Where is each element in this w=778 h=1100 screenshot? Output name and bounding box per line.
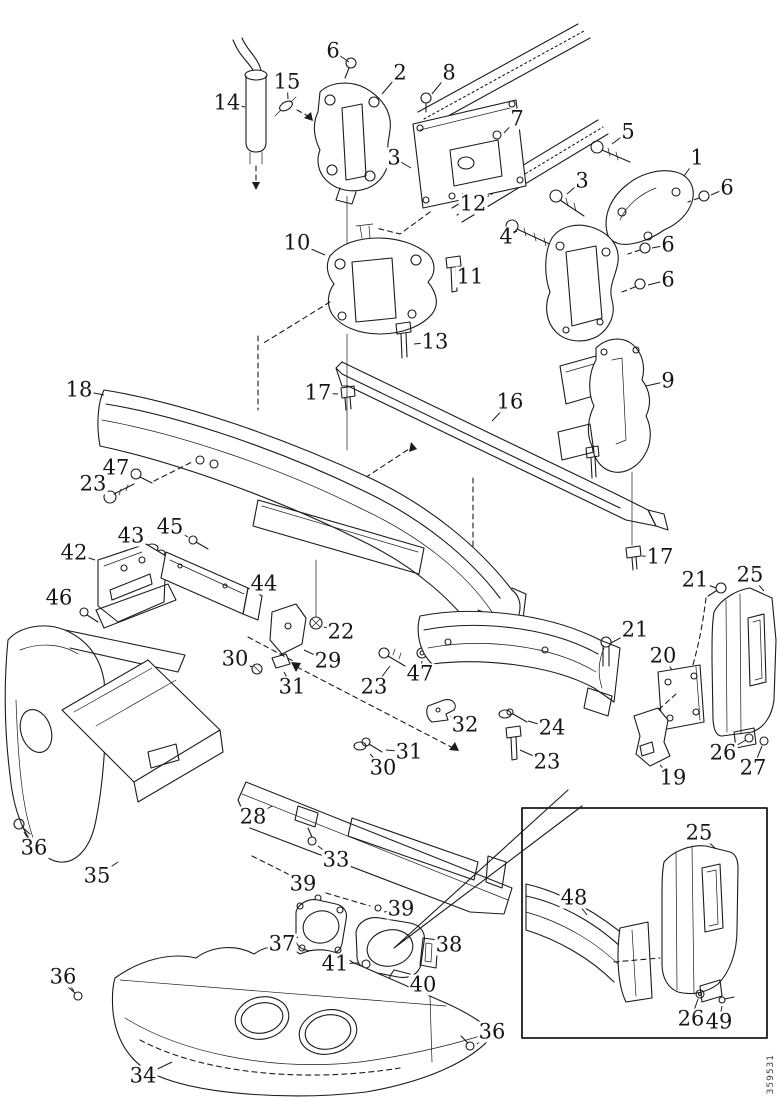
sill-member-16	[335, 361, 669, 531]
reinforcement-beam	[417, 582, 727, 767]
callout-49: 49	[704, 1009, 734, 1034]
bracket-1	[590, 140, 710, 245]
callout-3: 3	[574, 168, 590, 193]
callout-42: 42	[59, 540, 89, 565]
callout-31: 31	[394, 739, 424, 764]
spoiler-panel-28	[237, 781, 513, 915]
callout-26: 26	[708, 740, 738, 765]
callout-25: 25	[684, 820, 714, 845]
bracket-9	[557, 338, 651, 571]
bumper-cover-35	[4, 625, 224, 863]
callout-37: 37	[267, 931, 297, 956]
callout-6: 6	[325, 38, 341, 63]
callout-47: 47	[405, 661, 435, 686]
bracket-10	[257, 223, 462, 451]
callout-7: 7	[509, 106, 525, 131]
callout-21: 21	[680, 567, 710, 592]
callout-39: 39	[386, 896, 416, 921]
bracket-set-42-46	[79, 535, 263, 629]
screws-47-23-left	[103, 460, 195, 504]
callout-45: 45	[155, 514, 185, 539]
callout-36: 36	[477, 1019, 507, 1044]
callout-23: 23	[532, 749, 562, 774]
callout-5: 5	[620, 119, 636, 144]
callout-32: 32	[450, 712, 480, 737]
callout-13: 13	[420, 329, 450, 354]
callout-19: 19	[658, 765, 688, 790]
callout-10: 10	[282, 230, 312, 255]
callout-44: 44	[249, 571, 279, 596]
mounting-plate-12	[375, 92, 527, 235]
figure-number: 359531	[766, 1053, 776, 1094]
callout-22: 22	[326, 619, 356, 644]
callout-36: 36	[48, 964, 78, 989]
callout-1: 1	[689, 145, 705, 170]
callout-17: 17	[303, 380, 333, 405]
callout-11: 11	[455, 264, 485, 289]
callout-3: 3	[386, 145, 402, 170]
washer-pump	[232, 37, 268, 190]
callout-28: 28	[238, 804, 268, 829]
callout-20: 20	[648, 643, 678, 668]
callout-14: 14	[212, 90, 242, 115]
callout-8: 8	[441, 60, 457, 85]
callout-6: 6	[719, 175, 735, 200]
callout-34: 34	[128, 1063, 158, 1088]
callout-33: 33	[321, 847, 351, 872]
washer-nozzle	[274, 96, 313, 121]
bracket-2	[313, 57, 391, 269]
callout-23: 23	[359, 674, 389, 699]
callout-31: 31	[277, 674, 307, 699]
callout-18: 18	[64, 377, 94, 402]
callout-4: 4	[498, 224, 514, 249]
callout-17: 17	[645, 544, 675, 569]
callout-2: 2	[392, 60, 408, 85]
callout-40: 40	[408, 972, 438, 997]
callout-47: 47	[101, 455, 131, 480]
callout-6: 6	[660, 267, 676, 292]
callout-43: 43	[116, 523, 146, 548]
callout-29: 29	[313, 648, 343, 673]
bumper-beam-18	[97, 389, 527, 661]
callout-15: 15	[272, 69, 302, 94]
callout-48: 48	[559, 885, 589, 910]
callout-16: 16	[495, 389, 525, 414]
callout-35: 35	[82, 863, 112, 888]
callout-26: 26	[676, 1006, 706, 1031]
callout-23: 23	[78, 471, 108, 496]
fog-lamp-parts	[251, 855, 439, 1005]
callout-27: 27	[738, 755, 768, 780]
callout-6: 6	[660, 232, 676, 257]
callout-36: 36	[19, 835, 49, 860]
callout-38: 38	[434, 932, 464, 957]
callout-46: 46	[44, 585, 74, 610]
casting-right	[505, 189, 651, 342]
callout-24: 24	[537, 715, 567, 740]
callout-9: 9	[660, 368, 676, 393]
callout-30: 30	[368, 755, 398, 780]
clip-set-29-32	[247, 603, 459, 753]
callout-30: 30	[220, 646, 250, 671]
callout-41: 41	[320, 951, 350, 976]
callout-39: 39	[288, 871, 318, 896]
callout-21: 21	[620, 617, 650, 642]
callout-25: 25	[735, 562, 765, 587]
side-bracket-25	[498, 587, 777, 761]
callout-12: 12	[458, 191, 488, 216]
